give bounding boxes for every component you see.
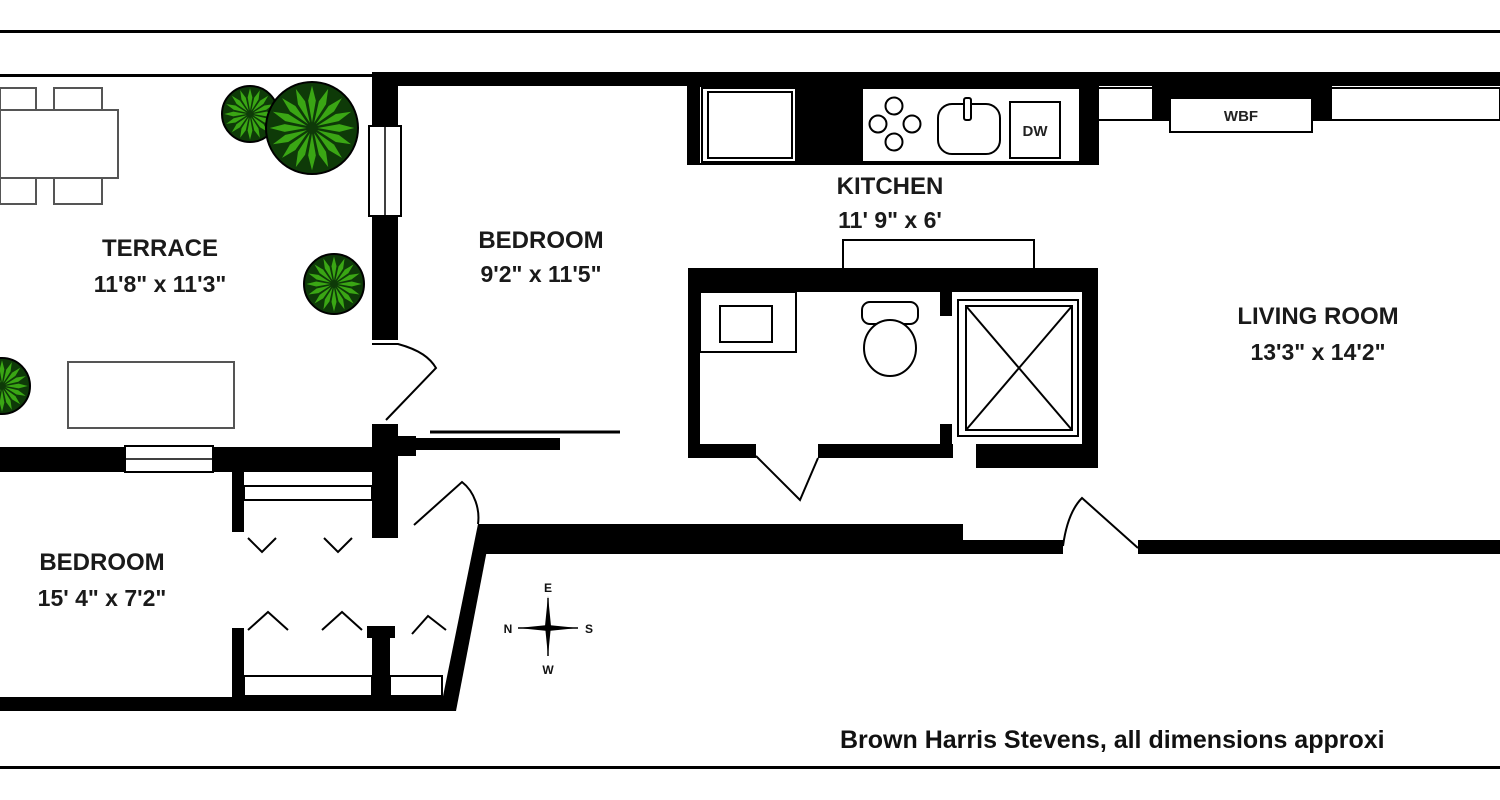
frame-bottom-line <box>0 766 1500 769</box>
toilet-icon <box>861 301 919 377</box>
fireplace-label: WBF <box>1224 108 1258 125</box>
stove-burners-icon <box>868 96 922 152</box>
room-label-terrace: TERRACE 11'8" x 11'3" <box>94 235 227 297</box>
room-dims: 13'3" x 14'2" <box>1250 339 1385 365</box>
room-label-kitchen: KITCHEN 11' 9" x 6' <box>837 173 944 233</box>
compass-north: N <box>504 622 513 636</box>
plant-icon <box>303 253 365 315</box>
room-dims: 15' 4" x 7'2" <box>38 585 167 611</box>
closet-shelves <box>243 485 443 697</box>
room-label-bedroom-small: BEDROOM 15' 4" x 7'2" <box>38 549 167 611</box>
room-label-living-room: LIVING ROOM 13'3" x 14'2" <box>1237 303 1398 365</box>
room-name: TERRACE <box>102 235 218 262</box>
dishwasher-label: DW <box>1023 123 1049 140</box>
compass-west: W <box>542 663 554 677</box>
dishwasher-box <box>1009 101 1061 159</box>
doors <box>247 343 1139 635</box>
plant-icon <box>265 81 359 175</box>
room-dims: 11' 9" x 6' <box>838 207 942 233</box>
plant-icon <box>0 357 31 415</box>
shower-icon <box>957 299 1079 437</box>
frame-top-line <box>0 30 1500 33</box>
room-label-bedroom-main: BEDROOM 9'2" x 11'5" <box>478 227 603 287</box>
fireplace: WBF <box>1169 97 1313 133</box>
kitchen-fixtures: DW <box>687 85 1099 268</box>
room-name: BEDROOM <box>39 549 164 576</box>
walls <box>0 72 1500 711</box>
compass-south: S <box>585 622 593 636</box>
room-dims: 11'8" x 11'3" <box>94 271 227 297</box>
terrace-furniture <box>0 87 235 429</box>
compass-rose-icon: E W N S <box>504 581 593 677</box>
plant-icon <box>221 85 279 143</box>
room-name: KITCHEN <box>837 173 944 200</box>
plants <box>0 81 365 415</box>
compass-east: E <box>544 581 552 595</box>
room-name: BEDROOM <box>478 227 603 254</box>
sink-icon <box>937 97 1001 155</box>
room-name: LIVING ROOM <box>1237 303 1398 330</box>
credit-text: Brown Harris Stevens, all dimensions app… <box>840 726 1385 754</box>
bathroom-fixtures <box>699 291 1079 437</box>
room-dims: 9'2" x 11'5" <box>480 261 601 287</box>
